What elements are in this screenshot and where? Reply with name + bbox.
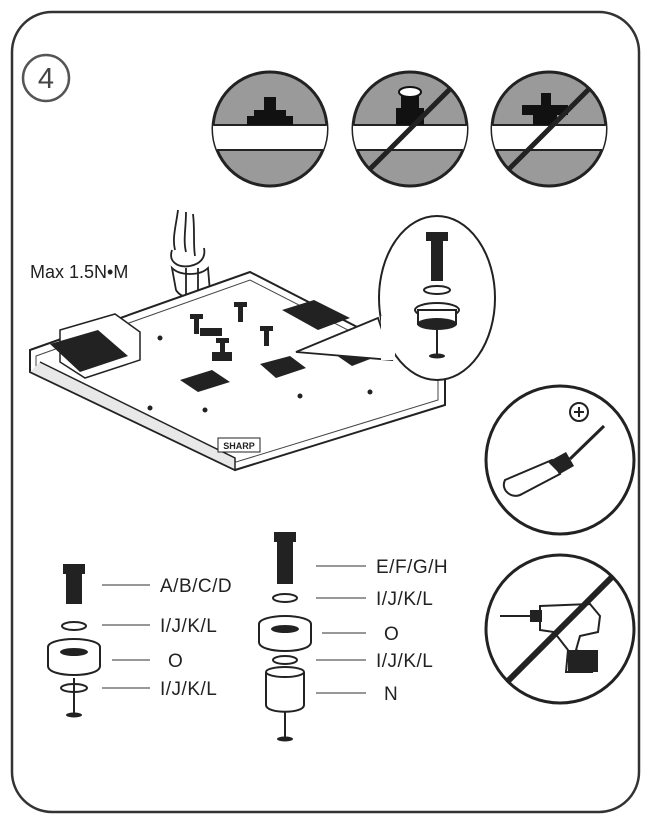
prohibited-slash: [505, 574, 615, 684]
label-washer-upper-right: I/J/K/L: [376, 589, 433, 610]
prohibited-slash: [368, 87, 452, 171]
indicator-loose-screw: [490, 70, 608, 188]
hardware-stack-left: [47, 564, 101, 718]
step-number: 4: [38, 63, 54, 95]
tv-logo: SHARP: [223, 441, 255, 451]
label-e-f-g-h: E/F/G/H: [376, 557, 448, 578]
label-o-left: O: [168, 651, 183, 672]
prohibited-slash: [507, 87, 591, 171]
step-number-badge: 4: [21, 53, 71, 103]
label-a-b-c-d: A/B/C/D: [160, 576, 232, 597]
hardware-stack-right: [258, 532, 312, 742]
detail-magnifier: [295, 215, 496, 381]
label-n: N: [384, 684, 398, 705]
label-washer-upper-left: I/J/K/L: [160, 616, 217, 637]
label-o-right: O: [384, 624, 399, 645]
right-stack-labels: [316, 565, 366, 694]
indicator-correct-screw: [211, 70, 329, 188]
label-washer-lower-right: I/J/K/L: [376, 651, 433, 672]
left-stack-labels: [102, 584, 150, 689]
indicator-overtightened-screw: [351, 70, 469, 188]
manual-screwdriver-icon: [484, 384, 636, 536]
power-drill-prohibited-icon: [484, 553, 636, 705]
label-washer-lower-left: I/J/K/L: [160, 679, 217, 700]
torque-label: Max 1.5N•M: [30, 262, 128, 282]
